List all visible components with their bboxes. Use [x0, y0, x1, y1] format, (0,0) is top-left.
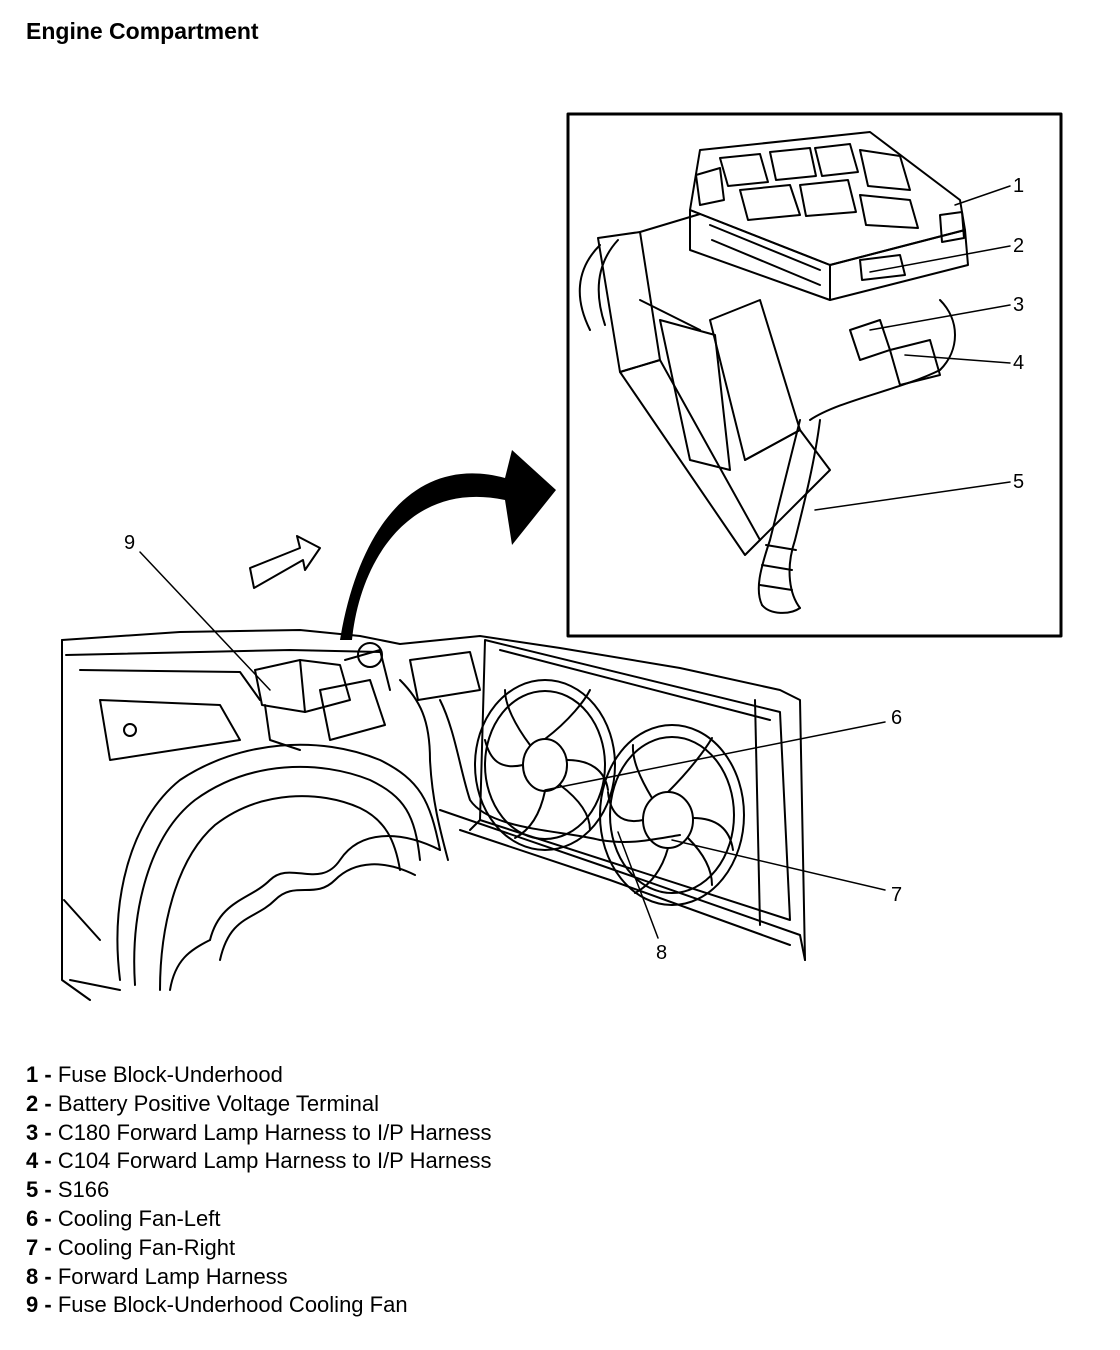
cooling-fan-right [599, 724, 745, 906]
callout-7: 7 [891, 884, 902, 906]
legend-item: 2 - Battery Positive Voltage Terminal [26, 1090, 380, 1116]
vehicle-front-structure [61, 629, 806, 1001]
callout-9: 9 [124, 532, 135, 554]
callout-8: 8 [656, 942, 667, 964]
fuse-block-bracket [597, 213, 831, 556]
wheel-well [116, 743, 441, 991]
legend-item: 8 - Forward Lamp Harness [26, 1263, 288, 1289]
callout-5: 5 [1013, 471, 1024, 493]
view-direction-arrow [249, 535, 321, 589]
callout-6: 6 [891, 707, 902, 729]
legend-item: 7 - Cooling Fan-Right [26, 1234, 236, 1260]
legend-item: 4 - C104 Forward Lamp Harness to I/P Har… [26, 1148, 492, 1174]
engine-compartment-illustration: 1 2 3 4 5 6 7 8 9 [61, 112, 1063, 1001]
callout-4: 4 [1013, 352, 1024, 374]
legend-item: 1 - Fuse Block-Underhood [26, 1062, 283, 1087]
callout-2: 2 [1013, 235, 1024, 257]
legend-item: 6 - Cooling Fan-Left [26, 1205, 221, 1231]
legend-item: 5 - S166 [26, 1177, 110, 1203]
callout-1: 1 [1013, 175, 1024, 197]
detail-callout-arrow [340, 450, 556, 640]
forward-lamp-harness [439, 699, 681, 844]
harness-conduit-detail [578, 239, 956, 614]
callout-3: 3 [1013, 294, 1024, 316]
diagram-title: Engine Compartment [26, 18, 259, 44]
component-legend: 1 - Fuse Block-Underhood 2 - Battery Pos… [26, 1061, 492, 1320]
radiator-support [439, 639, 806, 961]
underhood-fuse-block [254, 642, 481, 861]
fuse-block-detail [689, 131, 969, 301]
legend-item: 9 - Fuse Block-Underhood Cooling Fan [26, 1292, 408, 1318]
cooling-fan-left [474, 679, 616, 851]
legend-item: 3 - C180 Forward Lamp Harness to I/P Har… [26, 1119, 492, 1145]
detail-inset-frame [566, 112, 1063, 638]
